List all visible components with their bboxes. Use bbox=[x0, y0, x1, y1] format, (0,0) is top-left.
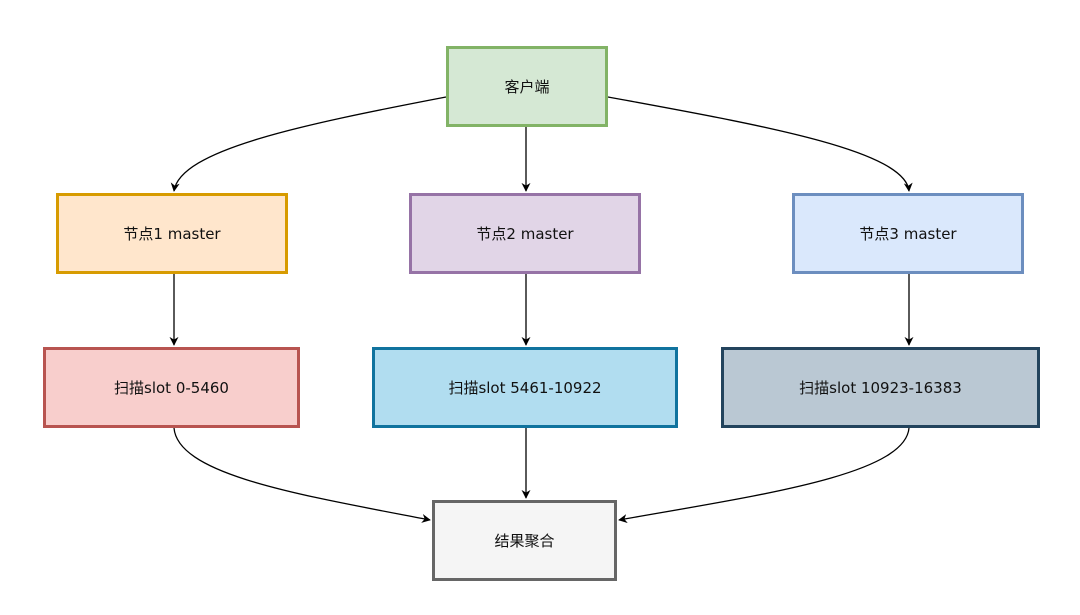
node2-master-node[interactable]: 节点2 master bbox=[409, 193, 641, 274]
scan-slot-node-3[interactable]: 扫描slot 10923-16383 bbox=[721, 347, 1040, 428]
edge-client-to-node3 bbox=[607, 96, 913, 192]
client-node[interactable]: 客户端 bbox=[446, 46, 608, 127]
node3-master-node[interactable]: 节点3 master bbox=[792, 193, 1024, 274]
node1-master-node[interactable]: 节点1 master bbox=[56, 193, 288, 274]
edge-client-to-node1 bbox=[170, 96, 447, 192]
scan-slot-node-1[interactable]: 扫描slot 0-5460 bbox=[43, 347, 300, 428]
edge-scan3-to-result bbox=[618, 427, 910, 524]
result-aggregation-node[interactable]: 结果聚合 bbox=[432, 500, 617, 581]
scan-slot-node-2[interactable]: 扫描slot 5461-10922 bbox=[372, 347, 678, 428]
edge-scan1-to-result bbox=[173, 427, 431, 523]
